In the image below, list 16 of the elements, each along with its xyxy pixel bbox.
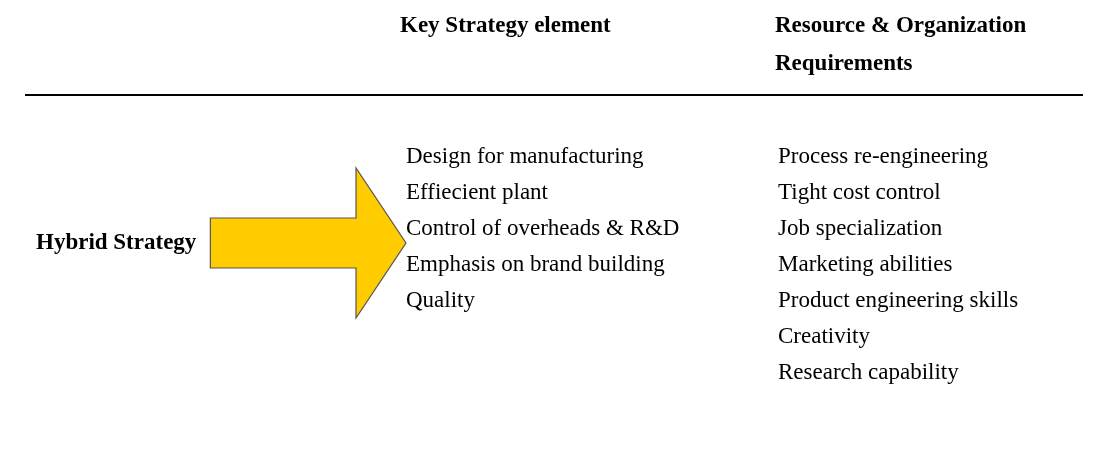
list-item: Quality [406,286,476,314]
list-item: Effiecient plant [406,178,549,206]
list-item: Job specialization [778,214,943,242]
strategy-name: Hybrid Strategy [36,224,197,260]
list-item: Marketing abilities [778,250,953,278]
list-item: Emphasis on brand building [406,250,666,278]
list-item: Creativity [778,322,870,350]
list-item: Control of overheads & R&D [406,214,680,242]
list-item: Tight cost control [778,178,941,206]
list-item: Process re-engineering [778,142,989,170]
list-item: Research capability [778,358,959,386]
column-heading: Key Strategy element [400,11,612,39]
column-heading: Resource & Organization Requirements [775,11,1028,77]
list-item: Design for manufacturing [406,142,645,170]
block-arrow [209,166,407,320]
list-item: Product engineering skills [778,286,1019,314]
